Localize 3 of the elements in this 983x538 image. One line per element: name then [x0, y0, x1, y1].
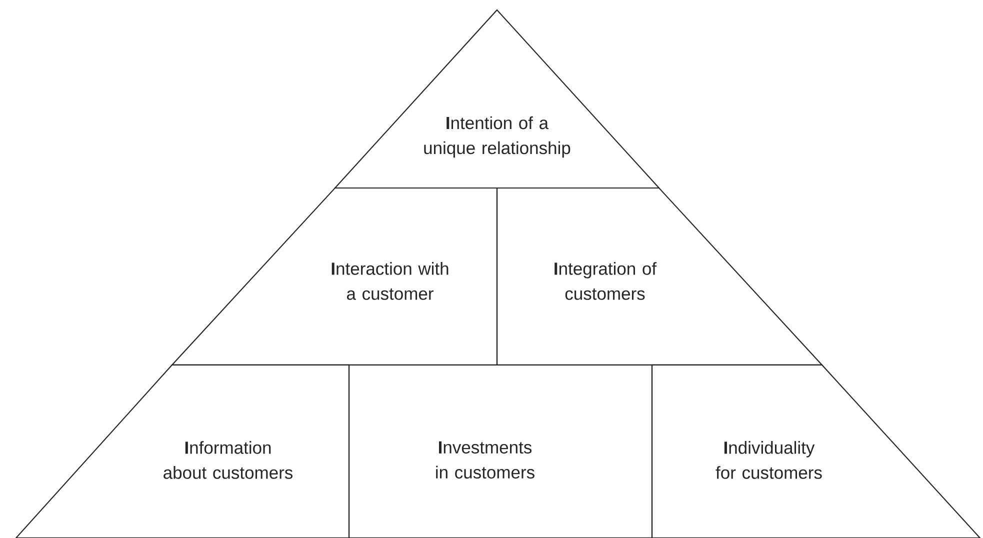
pyramid-section: Integration of customers	[496, 187, 824, 366]
pyramid-section: Individuality for customers	[651, 364, 982, 538]
pyramid-section: Investments in customers	[348, 364, 653, 538]
